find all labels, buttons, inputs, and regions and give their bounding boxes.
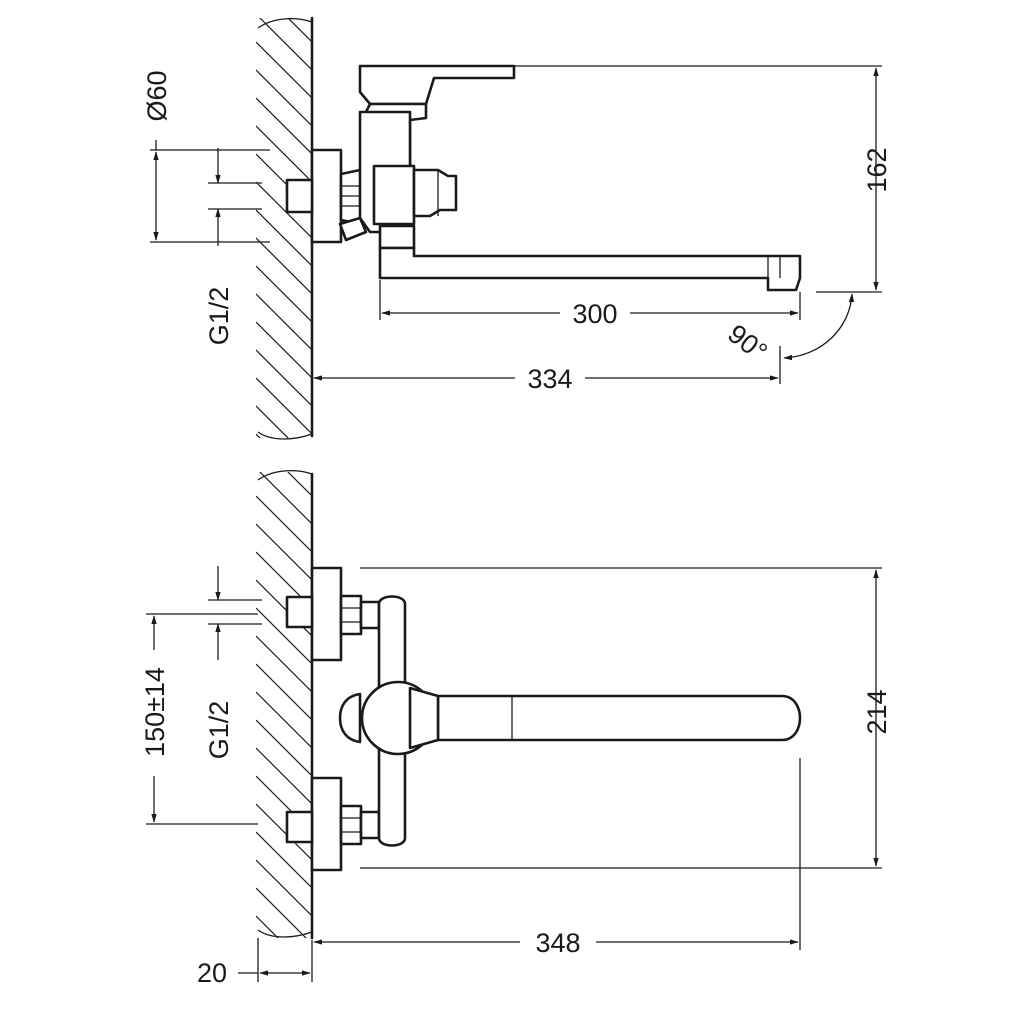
hatch-line [256,523,312,581]
label-height: 162 [862,147,892,192]
spout-side [378,246,802,292]
top-view: 150±14 G1/2 214 348 [140,412,892,1024]
hatch-line [256,635,312,693]
label-width: 214 [862,689,892,734]
hatch-line [256,944,312,1000]
side-view: Ø60 G1/2 162 300 90° [142,0,892,546]
dim-width: 214 [360,567,892,869]
hatch-line [256,433,261,438]
dim-total-projection-top: 348 [313,758,801,958]
label-rotation-angle: 90° [722,319,773,368]
wall-hatch-lower [256,412,314,1024]
hatch-line [256,181,312,239]
hatch-line [256,97,312,155]
dim-wall-offset: 20 [197,938,313,988]
hatch-line [256,125,312,183]
hatch-line [256,859,312,917]
hatch-line [259,18,312,71]
inlet-lower-top [285,776,381,872]
hatch-line [256,719,312,777]
hatch-line [259,472,312,525]
hatch-line [256,803,312,861]
hatch-line [256,972,312,1024]
hatch-line [287,472,312,497]
hatch-line [256,915,279,938]
dim-center-distance: 150±14 [140,613,258,825]
hatch-line [256,747,312,805]
hatch-line [256,41,312,99]
hatch-line [256,691,312,749]
inlet-upper-top [285,566,381,662]
hatch-line [256,237,312,295]
hatch-line [256,349,312,407]
dim-thread-top: G1/2 [204,566,262,759]
faucet-body-side [358,64,516,250]
spout-top [436,694,802,742]
hatch-line [256,607,312,665]
hatch-line [256,321,312,379]
hatch-line [256,0,312,14]
dim-thread-side: G1/2 [204,148,262,345]
label-thread-top: G1/2 [204,701,234,760]
hatch-line [256,69,312,127]
label-wall-offset: 20 [197,958,227,988]
hatch-line [256,887,307,938]
hatch-line [256,663,312,721]
hatch-line [256,265,312,323]
hatch-line [256,831,312,889]
label-center-distance: 150±14 [140,667,170,757]
hatch-line [256,495,312,553]
hatch-line [256,293,312,351]
dim-height: 162 [514,65,892,293]
label-spout-length: 300 [572,299,617,329]
hatch-line [256,412,312,468]
label-thread-side: G1/2 [204,287,234,346]
dim-total-projection-side: 334 [313,346,781,394]
lever-hub-top [338,680,440,756]
label-flange-diameter: Ø60 [142,70,172,121]
dim-rotation-angle: 90° [722,293,855,368]
label-total-projection-side: 334 [527,364,572,394]
dim-flange-diameter: Ø60 [142,70,270,243]
hatch-line [256,490,312,546]
hatch-line [256,405,289,438]
label-total-projection-top: 348 [535,928,580,958]
hatch-line [287,18,312,43]
hatch-line [256,377,312,435]
wall-hatch-upper [256,0,314,546]
hatch-line [256,209,312,267]
